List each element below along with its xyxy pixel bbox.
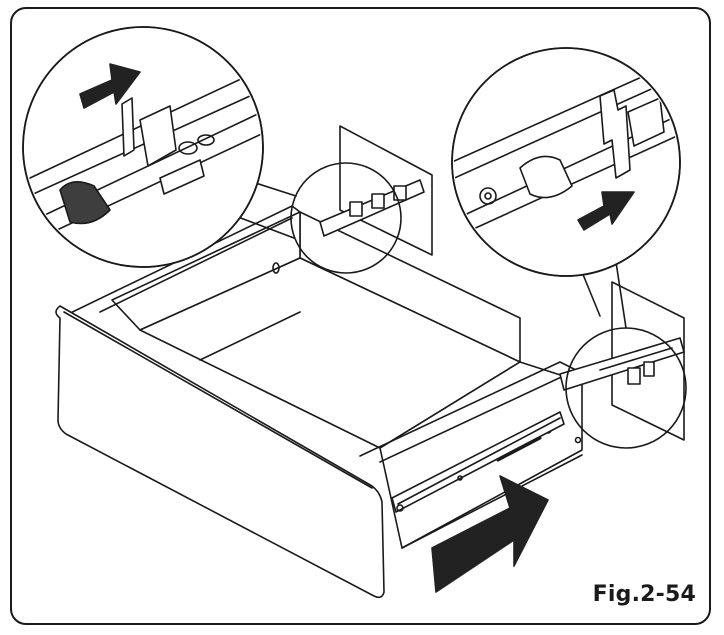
right-detail-callout: [451, 47, 681, 277]
push-in-arrow: [431, 475, 549, 593]
figure-label: Fig.2-54: [592, 582, 696, 607]
zoom-circle-left: [290, 162, 402, 274]
telescopic-slide-rail: [319, 179, 685, 513]
left-detail-callout: [22, 26, 264, 268]
